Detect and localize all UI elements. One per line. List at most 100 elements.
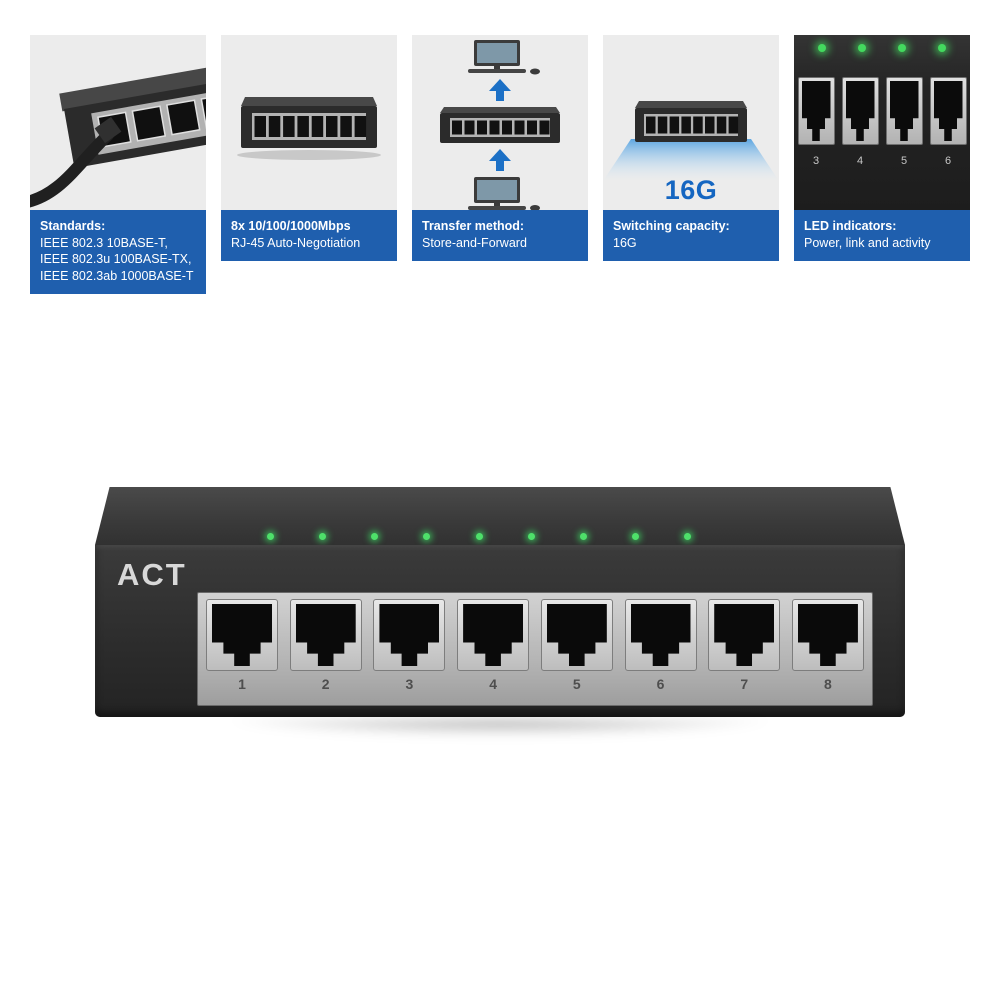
switch-front-illustration (237, 97, 381, 160)
port-opening (630, 604, 691, 666)
ethernet-cable (30, 129, 114, 208)
cable-connector (94, 116, 122, 144)
port-closeup-row (794, 77, 970, 145)
rj45-port: 1 (206, 599, 278, 692)
caption-line: IEEE 802.3 10BASE-T, (40, 235, 168, 250)
rj45-port (885, 77, 923, 145)
capacity-illustration (603, 101, 779, 181)
blue-glow (603, 139, 779, 181)
caption-heading: Switching capacity: (613, 219, 730, 233)
switch-icon (440, 107, 560, 143)
port-opening (379, 604, 440, 666)
rj45-port: 3 (373, 599, 446, 692)
rj45-port (929, 77, 967, 145)
led-indicators (267, 533, 691, 540)
panel-led: 3 4 5 6 LED indicators: Power, link and … (794, 35, 970, 294)
port-opening (889, 81, 919, 141)
led-icon (527, 533, 535, 540)
feature-panels: Standards: IEEE 802.3 10BASE-T, IEEE 802… (30, 35, 970, 294)
product-image: ACT 1 2 3 (95, 487, 905, 745)
port-opening (845, 81, 875, 141)
caption-line: RJ-45 Auto-Negotiation (231, 235, 361, 250)
caption-line: Power, link and activity (804, 235, 931, 250)
drop-shadow (107, 719, 893, 745)
caption-heading: 8x 10/100/1000Mbps (231, 219, 351, 233)
switch-front-face: ACT 1 2 3 (95, 545, 905, 717)
port-opening (933, 81, 963, 141)
panel-caption: 8x 10/100/1000Mbps RJ-45 Auto-Negotiatio… (221, 210, 397, 261)
port-opening (801, 81, 831, 141)
port-opening (714, 604, 775, 666)
port-opening (295, 604, 356, 666)
computer-bottom-icon (468, 177, 540, 210)
standards-photo (30, 35, 206, 210)
panel-standards: Standards: IEEE 802.3 10BASE-T, IEEE 802… (30, 35, 206, 294)
panel-ports: 8x 10/100/1000Mbps RJ-45 Auto-Negotiatio… (221, 35, 397, 294)
port-number: 6 (944, 155, 952, 167)
arrow-up-icon (489, 79, 511, 101)
switch-angled (59, 62, 206, 169)
caption-line: 16G (613, 235, 637, 250)
led-icon (818, 44, 826, 52)
port-number: 4 (856, 155, 864, 167)
port-number: 1 (238, 676, 246, 692)
port-number: 6 (656, 676, 665, 692)
rj45-port: 4 (457, 599, 530, 692)
computer-top-icon (468, 40, 540, 75)
port-number-row: 3 4 5 6 (794, 155, 970, 167)
led-icon (858, 44, 866, 52)
transfer-diagram (412, 35, 588, 210)
led-icon (423, 533, 431, 540)
capacity-label: 16G (664, 175, 718, 205)
port-plate: 1 2 3 4 5 (197, 592, 873, 706)
port-opening (463, 604, 524, 666)
switch-corner-illustration (30, 62, 206, 208)
led-icon (319, 533, 327, 540)
led-icon (631, 533, 639, 540)
caption-line: IEEE 802.3ab 1000BASE-T (40, 268, 194, 283)
panel-capacity: 16G Switching capacity: 16G (603, 35, 779, 294)
port-number: 4 (489, 676, 497, 692)
led-icon (371, 533, 379, 540)
port-bezel (373, 599, 446, 671)
led-closeup-photo: 3 4 5 6 (794, 35, 970, 210)
switch-front-photo (221, 35, 397, 210)
rj45-port: 5 (540, 599, 613, 692)
port-number: 7 (740, 676, 749, 692)
led-icon (898, 44, 906, 52)
caption-heading: LED indicators: (804, 219, 897, 233)
caption-heading: Transfer method: (422, 219, 525, 233)
port-number: 2 (321, 676, 330, 692)
led-icon (267, 533, 274, 540)
port-bezel (624, 599, 697, 671)
port-number: 3 (812, 155, 820, 167)
switch-top-face (95, 487, 905, 545)
panel-caption: Switching capacity: 16G (603, 210, 779, 261)
port-number: 8 (824, 676, 832, 692)
port-number: 3 (405, 676, 414, 692)
led-icon (684, 533, 691, 540)
panel-caption: Standards: IEEE 802.3 10BASE-T, IEEE 802… (30, 210, 206, 294)
port-bezel (457, 599, 530, 671)
caption-line: Store-and-Forward (422, 235, 527, 250)
led-icon (475, 533, 483, 540)
capacity-photo: 16G (603, 35, 779, 210)
panel-transfer: Transfer method: Store-and-Forward (412, 35, 588, 294)
rj45-port (841, 77, 879, 145)
caption-line: IEEE 802.3u 100BASE-TX, (40, 252, 192, 266)
panel-caption: Transfer method: Store-and-Forward (412, 210, 588, 261)
port-bezel (708, 599, 781, 671)
brand-logo: ACT (117, 557, 187, 592)
led-row (802, 44, 962, 52)
port-bezel (206, 599, 278, 671)
port-number: 5 (900, 155, 908, 167)
rj45-port: 6 (624, 599, 697, 692)
port-bezel (791, 599, 864, 671)
led-icon (938, 44, 946, 52)
rj45-port: 2 (289, 599, 362, 692)
port-row (646, 116, 739, 134)
port-bezel (289, 599, 362, 671)
panel-caption: LED indicators: Power, link and activity (794, 210, 970, 261)
port-number: 5 (572, 676, 581, 692)
